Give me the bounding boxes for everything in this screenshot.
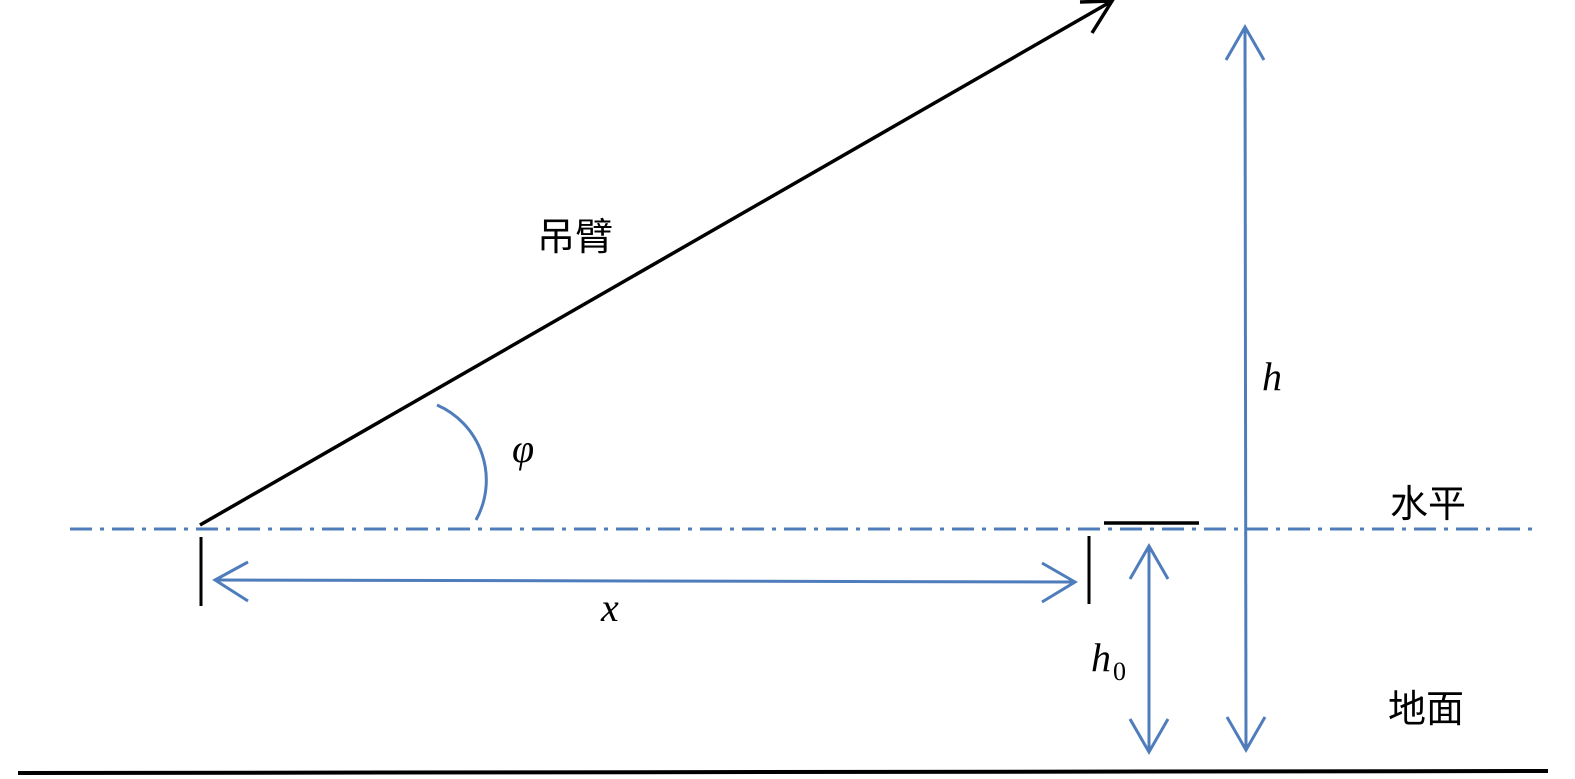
ground-label: 地面 bbox=[1388, 687, 1464, 731]
angle-arc bbox=[436, 403, 488, 521]
distance-label: x bbox=[600, 585, 619, 630]
boom-arrowhead bbox=[1079, 0, 1115, 34]
angle-label: φ bbox=[512, 426, 534, 471]
ground-line bbox=[17, 769, 1549, 775]
boom-arrow bbox=[199, 0, 1115, 527]
horizontal-label: 水平 bbox=[1390, 482, 1466, 526]
boom-label: 吊臂 bbox=[537, 215, 613, 259]
h0-height-arrow bbox=[1128, 542, 1170, 756]
height-label: h bbox=[1262, 354, 1282, 399]
boom-line bbox=[199, 0, 1113, 527]
base-height-label: h 0 bbox=[1091, 635, 1126, 686]
x-distance-arrow bbox=[212, 560, 1078, 604]
h-height-arrow bbox=[1224, 23, 1267, 754]
